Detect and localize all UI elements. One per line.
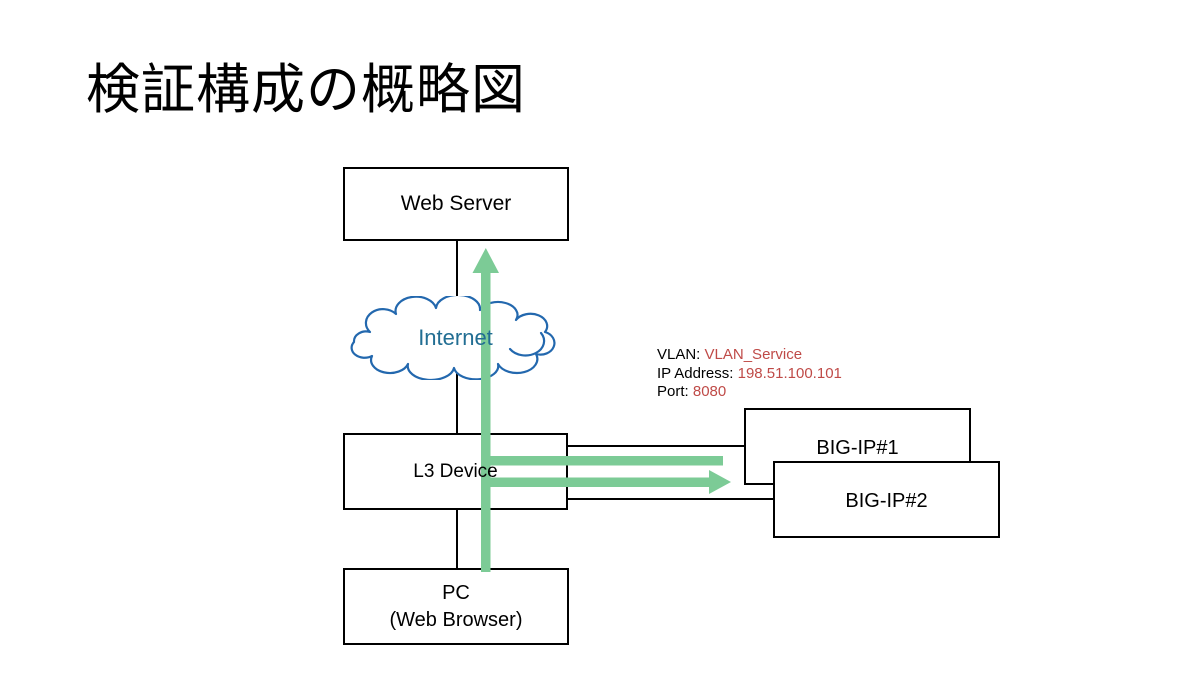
web-server-label: Web Server — [400, 192, 512, 215]
pc-label: PC (Web Browser) — [343, 580, 569, 634]
ip-value: 198.51.100.101 — [737, 364, 842, 382]
internet-label: Internet — [418, 325, 493, 350]
internet-cloud-icon — [350, 296, 556, 380]
port-value: 8080 — [692, 383, 727, 400]
bigip2-box — [773, 461, 1000, 538]
vlan-key: VLAN: — [657, 346, 705, 363]
pc-label-line1: PC — [442, 582, 470, 604]
web-server-box — [343, 167, 569, 241]
l3-device-box — [343, 433, 568, 510]
l3-device-label: L3 Device — [413, 461, 498, 482]
port-key: Port: — [657, 383, 693, 400]
ip-line: IP Address: 198.51.100.101 — [657, 365, 842, 384]
port-line: Port: 8080 — [657, 383, 842, 402]
bigip2-label: BIG-IP#2 — [845, 490, 928, 512]
vlan-line: VLAN: VLAN_Service — [657, 346, 842, 365]
pc-label-line2: (Web Browser) — [389, 609, 523, 631]
vlan-value: VLAN_Service — [704, 346, 803, 363]
flow-arrow-to-bigip2 — [481, 470, 731, 494]
pc-box — [343, 568, 569, 645]
cloud-inner-arc — [508, 331, 546, 357]
flow-arrow-up-to-webserver — [472, 248, 499, 572]
bigip1-label: BIG-IP#1 — [816, 437, 899, 459]
vlan-annotation: VLAN: VLAN_Service IP Address: 198.51.10… — [657, 346, 842, 402]
ip-key: IP Address: — [657, 364, 738, 382]
cloud-outline — [350, 296, 556, 380]
flow-branch-to-bigip1 — [481, 456, 723, 466]
page-title: 検証構成の概略図 — [86, 60, 526, 120]
